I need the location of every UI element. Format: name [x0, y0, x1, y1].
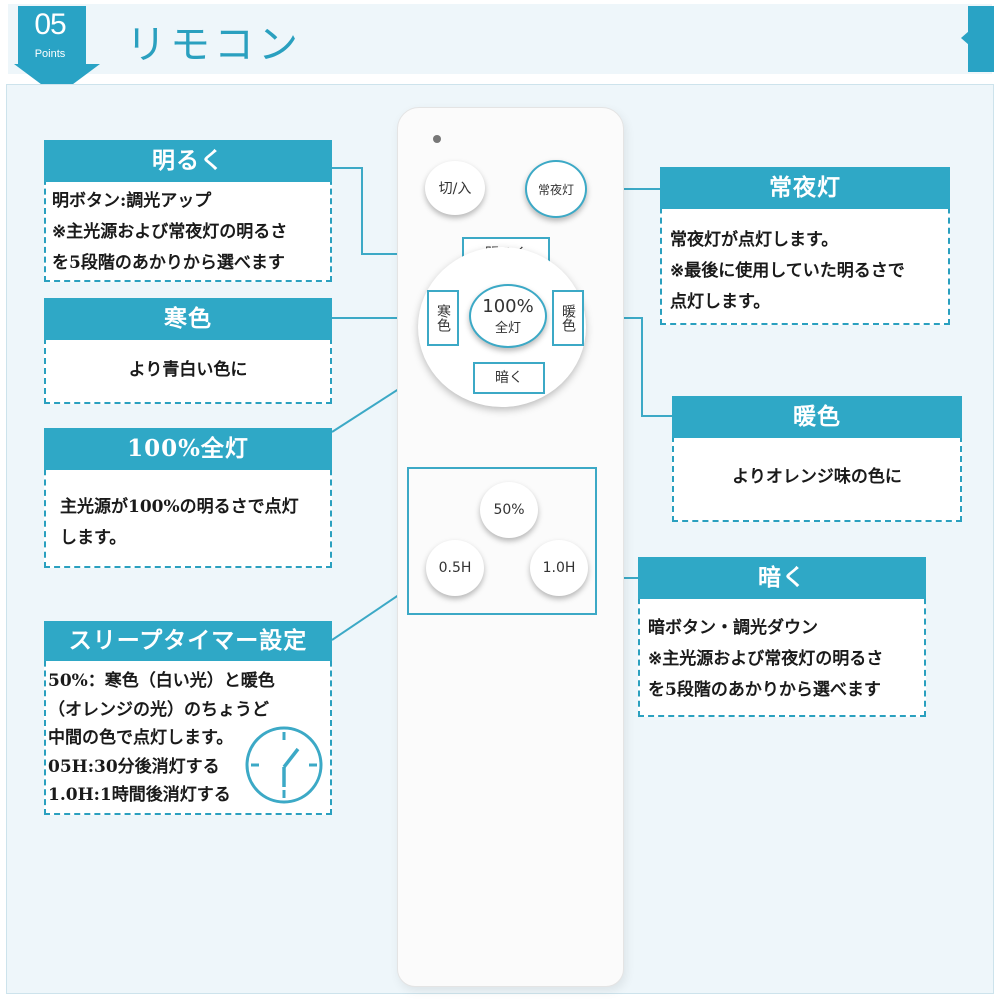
- warm-info-box: 暖色 よりオレンジ味の色に: [672, 396, 962, 522]
- dark-info-body: 暗ボタン・調光ダウン ※主光源および常夜灯の明るさ を5段階のあかりから選べます: [648, 618, 884, 700]
- badge-arrow-shape: [14, 6, 100, 96]
- full-light-percent: 100%: [482, 296, 534, 317]
- header-bar: [8, 4, 992, 74]
- bright-info-body: 明ボタン:調光アップ ※主光源および常夜灯の明るさ を5段階のあかりから選べます: [52, 191, 288, 273]
- right-tab-notch: [961, 31, 969, 45]
- badge-number: 05: [34, 8, 66, 41]
- header: 05 Points リモコン: [0, 0, 1000, 96]
- sleep-info-body: 50%：寒色（白い光）と暖色 （オレンジの光）のちょうど 中間の色で点灯します。…: [48, 671, 275, 805]
- cool-button[interactable]: 寒色: [427, 290, 459, 346]
- led-indicator: [433, 135, 441, 143]
- warm-button[interactable]: 暖色: [552, 290, 584, 346]
- cool-info-body: より青白い色に: [128, 360, 248, 380]
- sleep-info-box: スリープタイマー設定 50%：寒色（白い光）と暖色 （オレンジの光）のちょうど …: [44, 621, 332, 815]
- sleep-info-title: スリープタイマー設定: [44, 621, 332, 661]
- page-title: リモコン: [126, 22, 302, 68]
- nightlight-info-title: 常夜灯: [660, 167, 950, 209]
- full-light-sub: 全灯: [494, 321, 521, 336]
- nightlight-info-body: 常夜灯が点灯します。 ※最後に使用していた明るさで 点灯します。: [670, 230, 905, 312]
- timer-05h-button[interactable]: 0.5H: [426, 540, 484, 596]
- dark-info-title: 暗く: [638, 557, 926, 599]
- full-info-title: 100%全灯: [44, 428, 332, 470]
- point-badge: 05 Points: [14, 2, 100, 98]
- timer-50-button[interactable]: 50%: [480, 482, 538, 538]
- full-info-body: 主光源が100%の明るさで点灯 します。: [60, 497, 299, 548]
- dark-info-box: 暗く 暗ボタン・調光ダウン ※主光源および常夜灯の明るさ を5段階のあかりから選…: [638, 557, 926, 717]
- nightlight-button[interactable]: 常夜灯: [525, 160, 587, 218]
- bright-info-box: 明るく 明ボタン:調光アップ ※主光源および常夜灯の明るさ を5段階のあかりから…: [44, 140, 332, 282]
- clock-icon: [245, 726, 323, 804]
- timer-10h-button[interactable]: 1.0H: [530, 540, 588, 596]
- dark-button[interactable]: 暗く: [473, 362, 545, 394]
- cool-info-title: 寒色: [44, 298, 332, 340]
- sleep-timer-frame: [407, 467, 597, 615]
- badge-sub: Points: [34, 48, 66, 60]
- power-button[interactable]: 切/入: [425, 161, 485, 215]
- bright-info-title: 明るく: [44, 140, 332, 182]
- warm-info-title: 暖色: [672, 396, 962, 438]
- warm-info-body: よりオレンジ味の色に: [732, 467, 902, 487]
- right-tab: [968, 6, 994, 72]
- full-light-button[interactable]: 100% 全灯: [469, 284, 547, 348]
- nightlight-info-box: 常夜灯 常夜灯が点灯します。 ※最後に使用していた明るさで 点灯します。: [660, 167, 950, 325]
- cool-info-box: 寒色 より青白い色に: [44, 298, 332, 404]
- full-info-box: 100%全灯 主光源が100%の明るさで点灯 します。: [44, 428, 332, 568]
